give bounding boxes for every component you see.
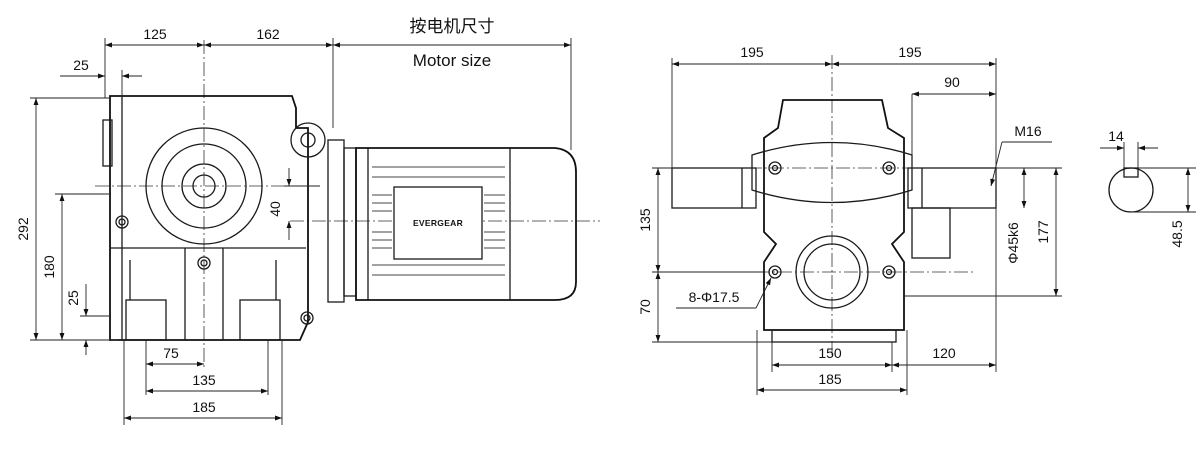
dim-48-5: 48.5 [1169, 220, 1185, 247]
holes-callout: 8-Φ17.5 [676, 277, 772, 309]
motor: EVERGEAR [327, 139, 577, 303]
dim-phi45: Φ45k6 [1005, 222, 1021, 264]
dim-75: 75 [163, 345, 179, 361]
front-bottom-dims: 150 185 120 [756, 208, 997, 395]
key-section: 14 48.5 [1100, 128, 1196, 248]
dim-195-right: 195 [898, 44, 922, 60]
output-bore [145, 127, 263, 245]
dim-70: 70 [637, 299, 653, 315]
brand-label: EVERGEAR [413, 218, 463, 228]
dim-162: 162 [256, 26, 280, 42]
dim-150: 150 [818, 345, 842, 361]
front-top-dims: 195 195 90 [671, 44, 997, 190]
dim-125: 125 [143, 26, 167, 42]
side-left-dims: 292 180 25 [15, 97, 118, 355]
dim-holes: 8-Φ17.5 [689, 289, 740, 305]
dim-195-left: 195 [740, 44, 764, 60]
front-left-dims: 135 70 [637, 167, 772, 343]
dim-14: 14 [1108, 128, 1124, 144]
front-housing [751, 99, 913, 343]
dim-180: 180 [41, 255, 57, 279]
dim-25-top: 25 [73, 57, 89, 73]
lifting-eye [290, 122, 326, 158]
side-shaft-dim: 40 [267, 168, 320, 240]
motor-size-en: Motor size [413, 51, 491, 70]
front-right-dims: 177 Φ45k6 [904, 167, 1062, 297]
side-top-dims: 125 162 按电机尺寸 Motor size 25 [60, 17, 572, 150]
motor-size-cn: 按电机尺寸 [410, 17, 495, 36]
dim-185-front: 185 [818, 371, 842, 387]
dim-135-front: 135 [637, 208, 653, 232]
dim-m16: M16 [1014, 123, 1041, 139]
side-view: EVERGEAR 125 162 按电机尺寸 Motor size 25 292 [15, 17, 600, 425]
mounting-holes [768, 161, 896, 279]
dim-120: 120 [932, 345, 956, 361]
plug-bolts [115, 215, 314, 325]
dim-292: 292 [15, 217, 31, 241]
thread-callout: M16 [990, 123, 1052, 187]
dim-135: 135 [192, 372, 216, 388]
side-bottom-dims: 75 135 185 [123, 340, 283, 425]
dim-90: 90 [944, 74, 960, 90]
gearbox-housing [102, 95, 309, 341]
dim-40: 40 [267, 201, 283, 217]
front-view: 195 195 90 M16 135 70 8-Φ17.5 [637, 44, 1062, 395]
dim-177: 177 [1035, 220, 1051, 244]
dim-185: 185 [192, 399, 216, 415]
dim-25-left: 25 [65, 290, 81, 306]
